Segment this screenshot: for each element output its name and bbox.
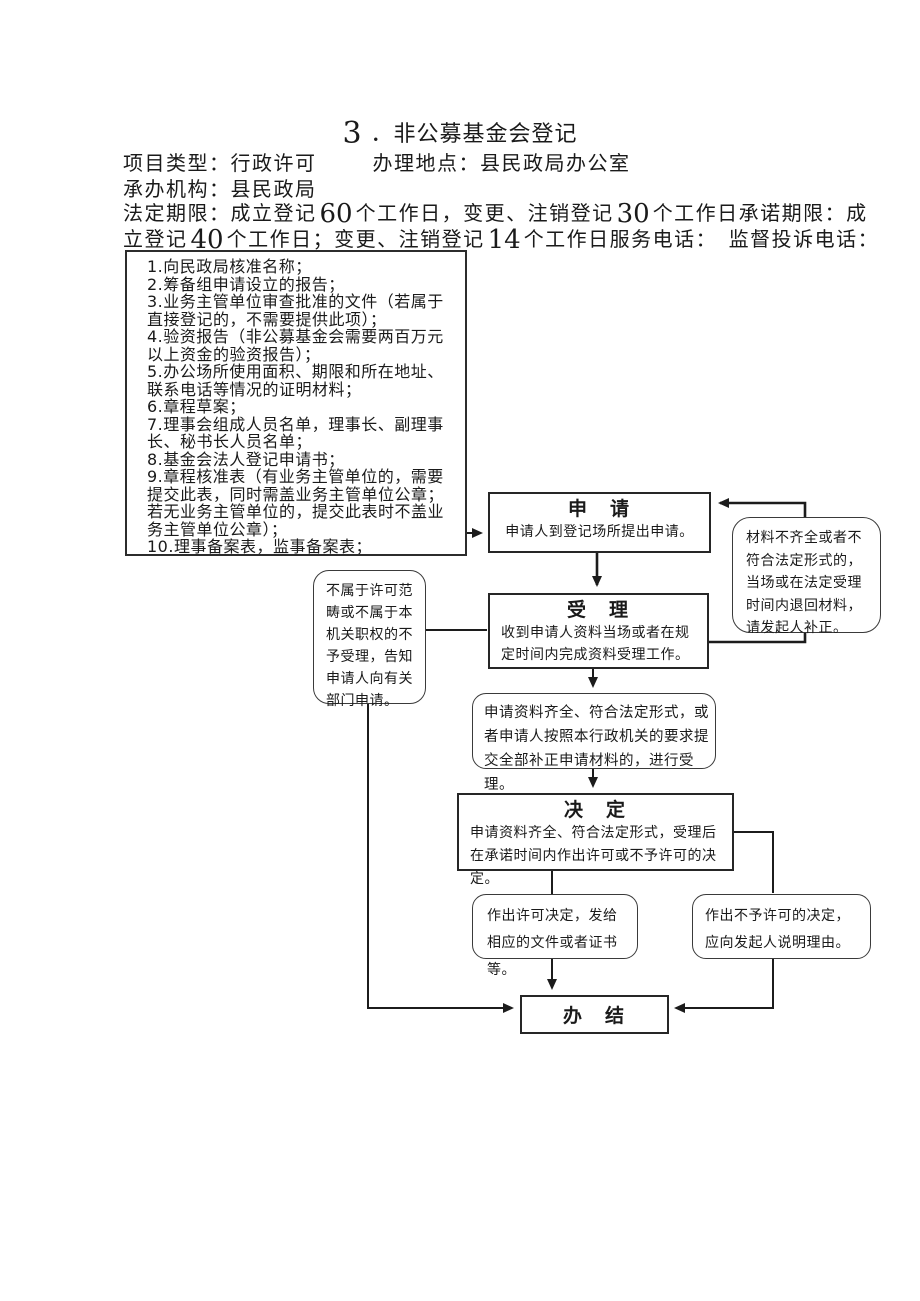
- flowchart-node-deny: 作出不予许可的决定，应向发起人说明理由。: [692, 894, 871, 959]
- materials-list-item: 6.章程草案；: [147, 397, 246, 416]
- flowchart-node-condition: 申请资料齐全、符合法定形式，或者申请人按照本行政机关的要求提交全部补正申请材料的…: [472, 693, 716, 793]
- materials-list-item: 8.基金会法人登记申请书；: [147, 449, 345, 469]
- flowchart-note-reject: 不属于许可范畴或不属于本机关职权的不予受理，告知申请人向有关部门申请。: [313, 570, 426, 709]
- materials-list-item: 3.业务主管单位审查批准的文件（若属于直接登记的，不需要提供此项）；: [147, 292, 444, 329]
- legal-limit-seg4: 立登记: [123, 227, 188, 251]
- condition-text: 申请资料齐全、符合法定形式，或者申请人按照本行政机关的要求提交全部补正申请材料的…: [484, 705, 709, 793]
- flowchart-node-grant: 作出许可决定，发给相应的文件或者证书等。: [472, 894, 638, 978]
- accept-title: 受 理: [566, 599, 630, 621]
- decide-body: 申请资料齐全、符合法定形式，受理后在承诺时间内作出许可或不予许可的决定。: [470, 825, 717, 887]
- legal-limit-seg1: 法定期限：成立登记: [123, 201, 317, 225]
- flowchart-note-supplement: 材料不齐全或者不符合法定形式的，当场或在法定受理时间内退回材料，请发起人补正。: [732, 517, 881, 637]
- materials-list-item: 10.理事备案表，监事备案表；: [147, 537, 372, 556]
- deny-text: 作出不予许可的决定，应向发起人说明理由。: [705, 908, 850, 951]
- legal-limit-seg5: 个工作日；变更、注销登记: [226, 227, 485, 251]
- page-title: 3 ．非公募基金会登记: [0, 116, 920, 151]
- agency: 承办机构：县民政局: [123, 177, 317, 201]
- finish-title: 办 结: [562, 1005, 626, 1027]
- materials-list-item: 2.筹备组申请设立的报告；: [147, 274, 345, 294]
- materials-list-item: 9.章程核准表（有业务主管单位的，需要提交此表，同时需盖业务主管单位公章；若无业…: [147, 467, 445, 539]
- apply-body: 申请人到登记场所提出申请。: [505, 524, 694, 540]
- title-number: 3: [342, 116, 363, 151]
- legal-limit-days-change: 30: [616, 199, 650, 229]
- grant-text: 作出许可决定，发给相应的文件或者证书等。: [487, 908, 618, 978]
- flowchart-node-accept: 受 理 收到申请人资料当场或者在规定时间内完成资料受理工作。: [488, 593, 709, 669]
- flowchart-node-apply: 申 请 申请人到登记场所提出申请。: [488, 492, 711, 553]
- materials-list-item: 1.向民政局核准名称；: [147, 257, 312, 276]
- materials-list-box: 1.向民政局核准名称；2.筹备组申请设立的报告；3.业务主管单位审查批准的文件（…: [125, 250, 467, 556]
- legal-limit-seg3: 个工作日承诺期限：成: [652, 201, 868, 225]
- project-type: 项目类型：行政许可: [123, 151, 317, 175]
- promise-days-change: 14: [487, 225, 521, 255]
- legal-limit-seg6: 个工作日服务电话： 监督投诉电话：: [523, 227, 880, 251]
- accept-body: 收到申请人资料当场或者在规定时间内完成资料受理工作。: [501, 625, 690, 663]
- title-text: ．非公募基金会登记: [370, 122, 578, 147]
- meta-row-type-location: 项目类型：行政许可 办理地点：县民政局办公室: [123, 150, 631, 176]
- decide-title: 决 定: [563, 799, 627, 821]
- arrow-deny-to-finish: [674, 959, 774, 1013]
- materials-list-item: 7.理事会组成人员名单，理事长、副理事长、秘书长人员名单；: [147, 414, 444, 451]
- legal-limit-days-establish: 60: [319, 199, 353, 229]
- flowchart-node-finish: 办 结: [520, 995, 669, 1034]
- flowchart-node-decide: 决 定 申请资料齐全、符合法定形式，受理后在承诺时间内作出许可或不予许可的决定。: [457, 793, 734, 887]
- line-decide-to-deny: [734, 831, 774, 893]
- supplement-note-text: 材料不齐全或者不符合法定形式的，当场或在法定受理时间内退回材料，请发起人补正。: [746, 530, 862, 637]
- arrow-reject-note-to-finish: [367, 704, 514, 1013]
- promise-days-establish: 40: [190, 225, 224, 255]
- materials-list-item: 5.办公场所使用面积、期限和所在地址、联系电话等情况的证明材料；: [147, 362, 444, 399]
- reject-note-text: 不属于许可范畴或不属于本机关职权的不予受理，告知申请人向有关部门申请。: [326, 583, 413, 709]
- apply-title: 申 请: [567, 498, 631, 520]
- materials-list-item: 4.验资报告（非公募基金会需要两百万元以上资金的验资报告）；: [147, 327, 444, 364]
- legal-limit-seg2: 个工作日，变更、注销登记: [355, 201, 614, 225]
- handle-location: 办理地点：县民政局办公室: [372, 151, 631, 175]
- meta-row-agency: 承办机构：县民政局: [123, 176, 317, 202]
